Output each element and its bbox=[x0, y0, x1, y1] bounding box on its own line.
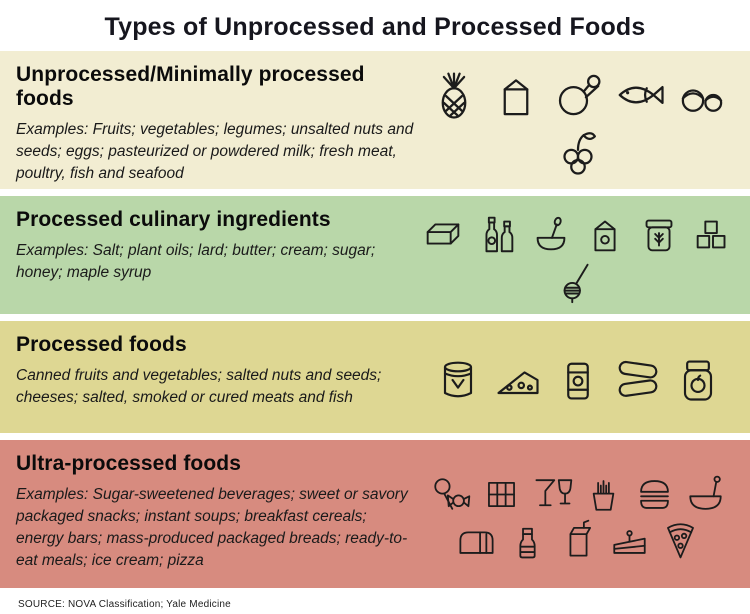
canned-food-icon bbox=[432, 354, 484, 406]
tall-can-icon bbox=[552, 354, 604, 406]
berries-icon bbox=[551, 124, 605, 178]
bread-icon bbox=[455, 518, 498, 561]
butter-icon bbox=[420, 211, 466, 257]
candy-icon bbox=[429, 473, 472, 516]
section-ultra-description: Examples: Sugar-sweetened beverages; swe… bbox=[16, 486, 408, 569]
milk-carton-icon bbox=[489, 68, 543, 122]
section-processed-heading: Processed foods bbox=[16, 333, 187, 356]
fries-icon bbox=[582, 473, 625, 516]
section-culinary-description: Examples: Salt; plant oils; lard; butter… bbox=[16, 242, 376, 281]
section-ultra-heading: Ultra-processed foods bbox=[16, 452, 241, 475]
cocktail-icon bbox=[531, 473, 574, 516]
section-culinary-text: Processed culinary ingredients Examples:… bbox=[16, 208, 418, 284]
section-ultra-text: Ultra-processed foods Examples: Sugar-sw… bbox=[16, 452, 418, 572]
source-note: SOURCE: NOVA Classification; Yale Medici… bbox=[18, 599, 231, 610]
burger-icon bbox=[633, 473, 676, 516]
salt-pot-icon bbox=[528, 211, 574, 257]
jam-jar-icon bbox=[672, 354, 724, 406]
sugar-cubes-icon bbox=[690, 211, 736, 257]
hazelnuts-icon bbox=[675, 68, 729, 122]
fish-icon bbox=[613, 68, 667, 122]
section-ultra-processed: Ultra-processed foods Examples: Sugar-sw… bbox=[0, 440, 750, 588]
section-ultra-icons bbox=[418, 452, 738, 582]
cream-carton-icon bbox=[582, 211, 628, 257]
section-culinary-icons bbox=[418, 208, 738, 308]
lard-jar-icon bbox=[636, 211, 682, 257]
page-title: Types of Unprocessed and Processed Foods bbox=[104, 13, 646, 41]
sausages-icon bbox=[612, 354, 664, 406]
section-processed: Processed foods Canned fruits and vegeta… bbox=[0, 321, 750, 433]
pizza-icon bbox=[659, 518, 702, 561]
chocolate-bar-icon bbox=[480, 473, 523, 516]
section-processed-description: Canned fruits and vegetables; salted nut… bbox=[16, 367, 382, 406]
section-unprocessed-description: Examples: Fruits; vegetables; legumes; u… bbox=[16, 121, 414, 182]
section-culinary-heading: Processed culinary ingredients bbox=[16, 208, 331, 231]
section-unprocessed-text: Unprocessed/Minimally processed foods Ex… bbox=[16, 63, 418, 185]
section-culinary-ingredients: Processed culinary ingredients Examples:… bbox=[0, 196, 750, 314]
section-processed-icons bbox=[418, 333, 738, 427]
oil-bottles-icon bbox=[474, 211, 520, 257]
section-unprocessed-icons bbox=[418, 63, 738, 183]
cereal-bowl-icon bbox=[684, 473, 727, 516]
section-processed-text: Processed foods Canned fruits and vegeta… bbox=[16, 333, 418, 409]
honey-dipper-icon bbox=[555, 259, 601, 305]
pineapple-icon bbox=[427, 68, 481, 122]
juice-box-icon bbox=[557, 518, 600, 561]
section-unprocessed: Unprocessed/Minimally processed foods Ex… bbox=[0, 51, 750, 189]
cheese-icon bbox=[492, 354, 544, 406]
section-unprocessed-heading: Unprocessed/Minimally processed foods bbox=[16, 63, 365, 110]
soda-bottle-icon bbox=[506, 518, 549, 561]
cake-icon bbox=[608, 518, 651, 561]
ham-icon bbox=[551, 68, 605, 122]
